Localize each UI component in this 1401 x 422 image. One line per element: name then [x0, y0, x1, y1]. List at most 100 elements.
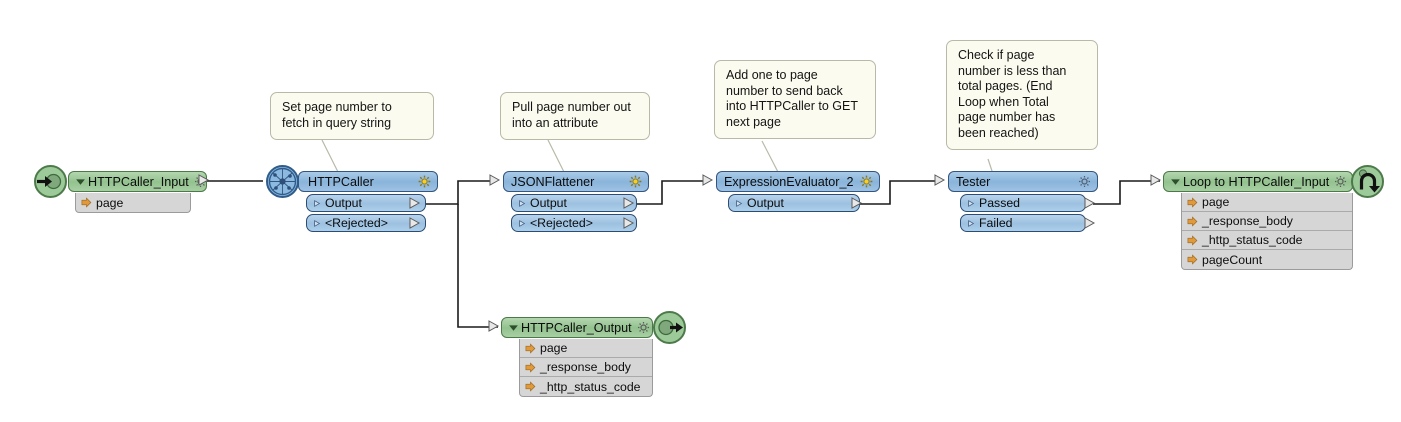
output-endpoint-icon[interactable] [653, 311, 686, 344]
port-row-output[interactable]: Output [306, 194, 426, 212]
expressionevaluator-input-stub [702, 174, 714, 186]
attribute-label: _http_status_code [1202, 233, 1303, 247]
node-label: Tester [956, 174, 991, 189]
attribute-row[interactable]: _response_body [1182, 212, 1352, 231]
jsonflattener-input-stub [489, 174, 501, 186]
loop-input-stub [1150, 174, 1162, 186]
attribute-label: _response_body [1202, 214, 1293, 228]
httpcaller-globe-icon [266, 165, 299, 198]
port-list: Output [728, 194, 860, 212]
port-label: <Rejected> [325, 216, 388, 230]
attribute-label: _response_body [540, 360, 631, 374]
gear-icon[interactable] [1334, 175, 1347, 188]
tester-failed-stub [1084, 217, 1096, 229]
tester-passed-stub [1084, 197, 1096, 209]
node-label: HTTPCaller [308, 174, 374, 189]
gear-icon[interactable] [1078, 175, 1091, 188]
comment-add-one[interactable]: Add one to page number to send back into… [714, 60, 876, 139]
port-label: Failed [979, 216, 1013, 230]
port-row-rejected[interactable]: <Rejected> [511, 214, 637, 232]
loop-endpoint-icon[interactable] [1351, 165, 1384, 198]
attribute-row[interactable]: pageCount [1182, 250, 1352, 269]
node-header-httpcaller[interactable]: HTTPCaller [298, 171, 438, 192]
node-header-httpcaller-input[interactable]: HTTPCaller_Input [68, 171, 207, 192]
port-triangle-icon [519, 219, 526, 227]
gear-icon[interactable] [629, 175, 642, 188]
port-label: Passed [979, 196, 1021, 210]
collapse-triangle-icon[interactable] [509, 323, 518, 332]
node-label: HTTPCaller_Output [521, 320, 632, 335]
port-triangle-icon [519, 199, 526, 207]
attribute-arrow-icon [525, 361, 536, 373]
httpcaller-rejected-stub [409, 217, 421, 229]
attribute-arrow-icon [1187, 196, 1198, 208]
port-triangle-icon [314, 199, 321, 207]
collapse-triangle-icon[interactable] [1171, 177, 1180, 186]
port-list: Output <Rejected> [511, 194, 637, 232]
port-row-rejected[interactable]: <Rejected> [306, 214, 426, 232]
node-httpcaller[interactable]: HTTPCaller Output <Rejected> [298, 171, 438, 232]
node-header-httpcaller-output[interactable]: HTTPCaller_Output [501, 317, 653, 338]
port-row-output[interactable]: Output [728, 194, 860, 212]
attribute-label: _http_status_code [540, 379, 641, 394]
node-header-loop[interactable]: Loop to HTTPCaller_Input [1163, 171, 1353, 192]
node-expressionevaluator-2[interactable]: ExpressionEvaluator_2 Output [716, 171, 880, 212]
node-jsonflattener[interactable]: JSONFlattener Output <Rejected> [503, 171, 649, 232]
node-label: JSONFlattener [511, 174, 595, 189]
node-httpcaller-input[interactable]: HTTPCaller_Input page [68, 171, 207, 213]
node-header-jsonflattener[interactable]: JSONFlattener [503, 171, 649, 192]
expressionevaluator-output-stub [851, 197, 863, 209]
node-label: HTTPCaller_Input [88, 174, 189, 189]
port-label: Output [530, 196, 567, 210]
tester-input-stub [934, 174, 946, 186]
node-header-tester[interactable]: Tester [948, 171, 1098, 192]
httpcaller-output-input-stub [488, 320, 500, 332]
port-triangle-icon [736, 199, 743, 207]
comment-check-page[interactable]: Check if page number is less than total … [946, 40, 1098, 150]
attribute-row[interactable]: page [1182, 193, 1352, 212]
node-tester[interactable]: Tester Passed Failed [948, 171, 1098, 232]
jsonflattener-rejected-stub [623, 217, 635, 229]
node-loop-to-httpcaller-input[interactable]: Loop to HTTPCaller_Input page _response_… [1163, 171, 1353, 270]
attribute-arrow-icon [525, 381, 536, 392]
input-port-stub [198, 174, 210, 186]
gear-icon[interactable] [418, 175, 431, 188]
port-row-passed[interactable]: Passed [960, 194, 1086, 212]
port-row-failed[interactable]: Failed [960, 214, 1086, 232]
attribute-arrow-icon [81, 197, 92, 208]
node-label: ExpressionEvaluator_2 [724, 174, 854, 189]
attribute-row[interactable]: page [76, 193, 190, 212]
httpcaller-output-stub [409, 197, 421, 209]
attribute-row[interactable]: _http_status_code [520, 377, 652, 396]
attribute-list: page [75, 193, 191, 213]
gear-icon[interactable] [860, 175, 873, 188]
port-label: Output [747, 196, 784, 210]
collapse-triangle-icon[interactable] [76, 177, 85, 186]
attribute-label: pageCount [1202, 252, 1263, 267]
node-header-expressionevaluator-2[interactable]: ExpressionEvaluator_2 [716, 171, 880, 192]
port-list: Passed Failed [960, 194, 1086, 232]
attribute-list: page _response_body _http_status_code pa… [1181, 193, 1353, 270]
port-label: Output [325, 196, 362, 210]
attribute-arrow-icon [1187, 234, 1198, 246]
attribute-arrow-icon [1187, 254, 1198, 265]
comment-set-page[interactable]: Set page number to fetch in query string [270, 92, 434, 140]
attribute-row[interactable]: page [520, 339, 652, 358]
attribute-row[interactable]: _http_status_code [1182, 231, 1352, 250]
node-httpcaller-output[interactable]: HTTPCaller_Output page _response_body [501, 317, 653, 397]
port-triangle-icon [968, 219, 975, 227]
attribute-arrow-icon [525, 342, 536, 354]
node-label: Loop to HTTPCaller_Input [1183, 174, 1330, 189]
port-row-output[interactable]: Output [511, 194, 637, 212]
comment-pull-page[interactable]: Pull page number out into an attribute [500, 92, 650, 140]
start-endpoint-icon[interactable] [34, 165, 67, 198]
port-list: Output <Rejected> [306, 194, 426, 232]
jsonflattener-output-stub [623, 197, 635, 209]
attribute-label: page [1202, 195, 1230, 209]
attribute-row[interactable]: _response_body [520, 358, 652, 377]
port-triangle-icon [314, 219, 321, 227]
port-triangle-icon [968, 199, 975, 207]
gear-icon[interactable] [637, 321, 650, 334]
port-label: <Rejected> [530, 216, 593, 230]
